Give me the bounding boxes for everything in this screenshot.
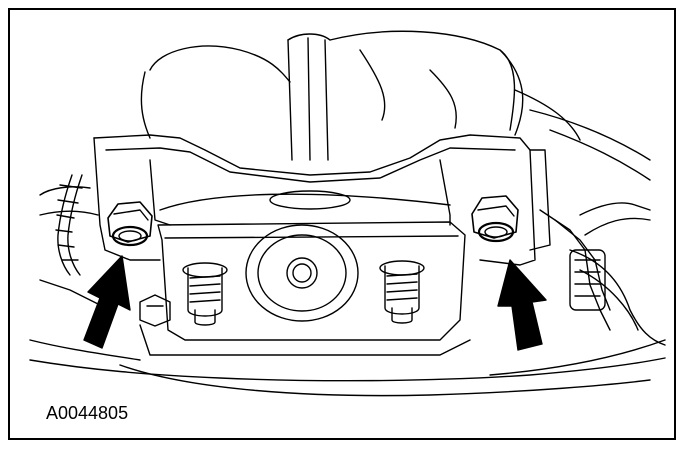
left-stud (182, 262, 228, 326)
figure-frame: A0044805 (8, 8, 676, 440)
right-arrow-icon (497, 259, 547, 351)
background-engine-outline (29, 30, 666, 397)
small-nut (139, 294, 171, 327)
left-mount-bolt (107, 201, 153, 247)
wiring-harness (55, 174, 83, 276)
figure-id-label: A0044805 (46, 403, 129, 423)
right-bracket (529, 149, 651, 331)
engine-mount-illustration (29, 30, 666, 397)
right-mount-bolt (471, 195, 519, 243)
left-arrow-icon (83, 255, 131, 349)
right-stud (379, 260, 425, 324)
mount-lower-plate (139, 221, 471, 356)
engine-mount-bracket (93, 134, 536, 266)
